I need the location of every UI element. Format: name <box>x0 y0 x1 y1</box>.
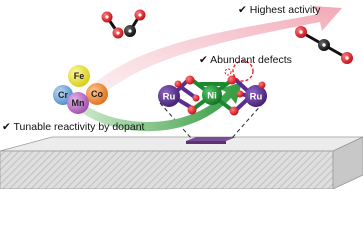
co-atom <box>86 83 108 105</box>
graphical-abstract: Fe Cr Co Mn Ru Ru Ni <box>0 4 363 189</box>
ni-atom <box>202 85 222 105</box>
ru-atom-right <box>245 85 267 107</box>
mn-atom <box>67 92 89 114</box>
oxygen-atom <box>174 80 182 88</box>
ru-atom-left <box>158 85 180 107</box>
catalyst-film <box>186 137 236 141</box>
ni-label: Ni <box>207 91 217 102</box>
oxygen-atom <box>236 90 244 98</box>
label-tunable-reactivity: ✔ Tunable reactivity by dopant <box>2 121 145 133</box>
lattice-structure: Ru Ru Ni <box>158 60 267 116</box>
co-product-molecule <box>295 26 353 64</box>
cr-label: Cr <box>58 90 68 100</box>
co-molecule-2 <box>124 9 146 37</box>
mn-label: Mn <box>72 98 85 108</box>
ru-label-left: Ru <box>163 92 176 103</box>
label-abundant-defects: ✔ Abundant defects <box>199 54 292 66</box>
oxygen-atom <box>187 105 197 115</box>
co-molecule-1 <box>101 11 124 39</box>
ru-label-right: Ru <box>250 92 263 103</box>
fe-label: Fe <box>74 71 85 81</box>
oxygen-vacancy <box>232 60 254 82</box>
oxygen-atom <box>192 94 200 102</box>
label-highest-activity: ✔ Highest activity <box>238 4 321 16</box>
dopant-arrow <box>78 82 242 132</box>
substrate <box>0 136 363 189</box>
zoom-line-right <box>231 102 264 139</box>
oxygen-vacancy-small <box>224 68 232 76</box>
fe-atom <box>68 65 90 87</box>
co-label: Co <box>91 89 103 99</box>
oxygen-atom <box>185 75 195 85</box>
oxygen-atom <box>229 106 239 116</box>
dopant-spheres: Fe Cr Co Mn <box>53 65 108 114</box>
oxygen-atom <box>258 81 266 89</box>
defect-arrow <box>96 6 342 92</box>
oxygen-atom <box>227 75 237 85</box>
diagram-canvas: Fe Cr Co Mn Ru Ru Ni <box>0 4 363 189</box>
